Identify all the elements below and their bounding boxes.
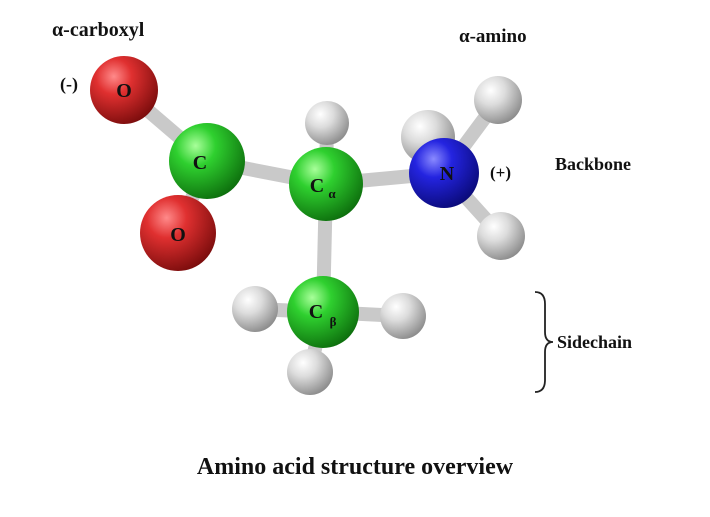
label-charge-positive: (+) [490,163,511,182]
atom-label-oxygen-bottom: O [170,224,186,246]
atom-nitrogen: N [409,138,479,208]
hydrogen-atoms [232,76,525,395]
atom-carbon-alpha: C α [289,147,363,221]
atom-carbon-beta: C β [287,276,359,348]
label-alpha-amino: α-amino [459,26,527,47]
sidechain-brace [534,291,554,393]
diagram-caption: Amino acid structure overview [197,454,514,480]
hydrogen-atom [232,286,278,332]
atom-label-carbon-alpha: C [310,175,324,197]
label-sidechain: Sidechain [557,332,632,352]
atom-label-carbon-beta-subscript: β [330,314,337,329]
atom-carbon-carboxyl: C [169,123,245,199]
atom-oxygen-top: O [90,56,158,124]
label-alpha-carboxyl: α-carboxyl [52,19,145,41]
hydrogen-atom [287,349,333,395]
label-charge-negative: (-) [60,74,78,95]
atom-label-nitrogen: N [440,163,455,185]
atom-label-carbon-carboxyl: C [193,152,207,174]
atom-oxygen-bottom: O [140,195,216,271]
hydrogen-atom [380,293,426,339]
hydrogen-atom [477,212,525,260]
hydrogen-atom [474,76,522,124]
hydrogen-atom [305,101,349,145]
atom-label-oxygen-top: O [116,80,132,102]
label-backbone: Backbone [555,154,631,174]
atom-label-carbon-alpha-subscript: α [328,186,336,201]
atom-label-carbon-beta: C [309,301,323,323]
